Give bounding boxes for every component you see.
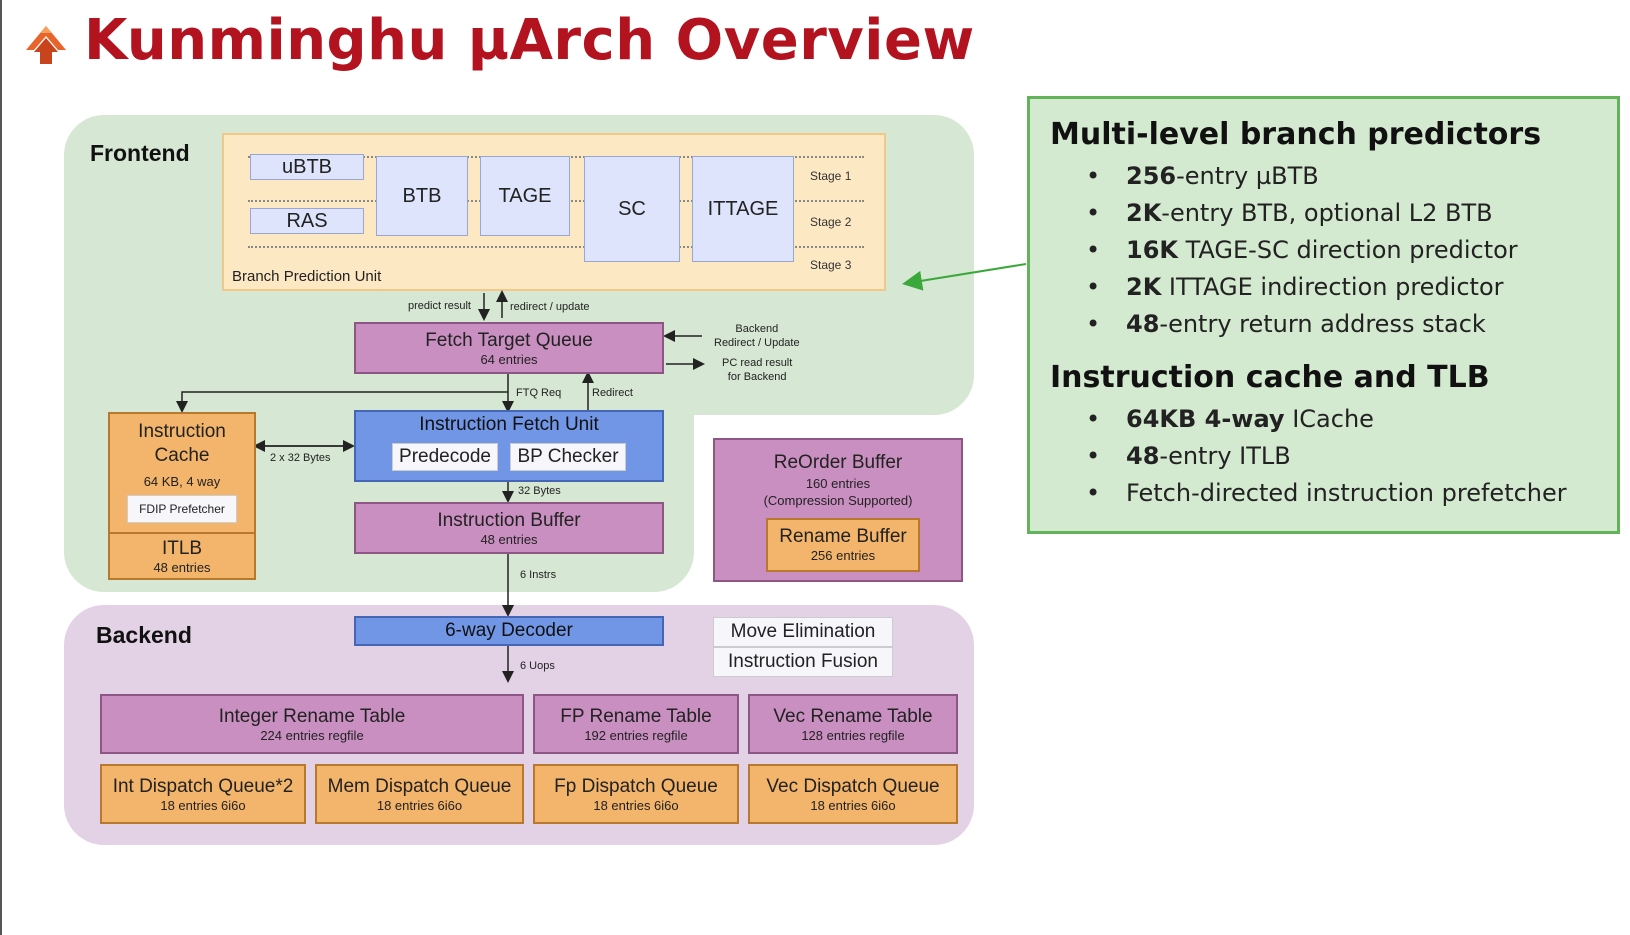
sc-box: SC <box>584 156 680 262</box>
integer-rename-table: Integer Rename Table 224 entries regfile <box>100 694 524 754</box>
frontend-label: Frontend <box>90 140 190 166</box>
btb-box: BTB <box>376 156 468 236</box>
redirect-update-label: redirect / update <box>510 301 590 313</box>
list-item: •16K TAGE-SC direction predictor <box>1086 236 1518 264</box>
icache-feature-list: •64KB 4-way ICache •48-entry ITLB •Fetch… <box>1086 405 1617 507</box>
ifu-bw-label: 32 Bytes <box>518 485 561 497</box>
rob-sub1: 160 entries <box>805 476 871 491</box>
decode-bw-label: 6 Uops <box>520 660 555 672</box>
list-item: •256-entry µBTB <box>1086 162 1319 190</box>
rename-buffer-title: Rename Buffer <box>779 526 907 547</box>
stage-divider <box>248 246 864 248</box>
backend-redirect-label: Backend Redirect / Update <box>714 323 800 349</box>
instruction-cache: Instruction Cache 64 KB, 4 way FDIP Pref… <box>108 412 256 534</box>
stage-label: Stage 1 <box>810 169 852 183</box>
list-item: •Fetch-directed instruction prefetcher <box>1086 479 1567 507</box>
redirect-label: Redirect <box>592 387 633 399</box>
feature-panel: Multi-level branch predictors •256-entry… <box>1027 96 1620 534</box>
rename-table-sub: 224 entries regfile <box>260 728 364 743</box>
ras-box: RAS <box>250 208 364 234</box>
list-item: •48-entry ITLB <box>1086 442 1291 470</box>
dispatch-queue-title: Fp Dispatch Queue <box>554 776 718 797</box>
icache-title: Instruction Cache <box>138 421 226 466</box>
rename-table-title: FP Rename Table <box>560 706 712 727</box>
dispatch-queue-sub: 18 entries 6i6o <box>376 798 463 813</box>
predict-result-label: predict result <box>408 300 471 312</box>
fp-rename-table: FP Rename Table 192 entries regfile <box>533 694 739 754</box>
instruction-buffer: Instruction Buffer 48 entries <box>354 502 664 554</box>
rename-table-title: Vec Rename Table <box>773 706 933 727</box>
dispatch-queue-title: Int Dispatch Queue*2 <box>112 776 294 797</box>
itlb: ITLB 48 entries <box>108 532 256 580</box>
itlb-sub: 48 entries <box>153 560 211 575</box>
predecode-box: Predecode <box>392 443 498 471</box>
mem-dispatch-queue: Mem Dispatch Queue 18 entries 6i6o <box>315 764 524 824</box>
ubtb-box: uBTB <box>250 154 364 180</box>
panel-heading-icache: Instruction cache and TLB <box>1050 360 1490 395</box>
bp-checker-box: BP Checker <box>510 443 626 471</box>
stage-label: Stage 2 <box>810 215 852 229</box>
dispatch-queue-sub: 18 entries 6i6o <box>593 798 679 813</box>
list-item: •2K ITTAGE indirection predictor <box>1086 273 1504 301</box>
panel-heading-branch: Multi-level branch predictors <box>1050 117 1542 152</box>
fetch-target-queue: Fetch Target Queue 64 entries <box>354 322 664 374</box>
page-title: Kunminghu µArch Overview <box>84 8 975 73</box>
list-item: •2K-entry BTB, optional L2 BTB <box>1086 199 1493 227</box>
dispatch-queue-sub: 18 entries 6i6o <box>810 798 896 813</box>
six-way-decoder: 6-way Decoder <box>354 616 664 646</box>
ftq-title: Fetch Target Queue <box>425 330 593 351</box>
ibuf-title: Instruction Buffer <box>437 510 581 531</box>
itlb-title: ITLB <box>161 538 203 559</box>
rob-title: ReOrder Buffer <box>773 452 903 473</box>
ifu-title: Instruction Fetch Unit <box>419 414 599 435</box>
move-elimination-box: Move Elimination <box>713 617 893 647</box>
fdip-prefetcher: FDIP Prefetcher <box>127 495 237 523</box>
stage-label: Stage 3 <box>810 258 852 272</box>
rename-table-title: Integer Rename Table <box>218 706 406 727</box>
dispatch-queue-title: Vec Dispatch Queue <box>766 776 940 797</box>
dispatch-queue-sub: 18 entries 6i6o <box>160 798 246 813</box>
icache-sub: 64 KB, 4 way <box>143 474 221 489</box>
pc-read-label: PC read result for Backend <box>722 357 793 383</box>
ftq-req-label: FTQ Req <box>516 387 562 399</box>
rename-buffer-sub: 256 entries <box>810 548 876 563</box>
fp-dispatch-queue: Fp Dispatch Queue 18 entries 6i6o <box>533 764 739 824</box>
instruction-fusion-box: Instruction Fusion <box>713 647 893 677</box>
rob-sub2: (Compression Supported) <box>763 493 913 508</box>
left-border <box>0 0 2 935</box>
ibuf-sub: 48 entries <box>480 532 538 547</box>
dispatch-queue-title: Mem Dispatch Queue <box>327 776 512 797</box>
ibuf-bw-label: 6 Instrs <box>520 569 557 581</box>
list-item: •48-entry return address stack <box>1086 310 1486 338</box>
bpu-label: Branch Prediction Unit <box>232 268 382 285</box>
list-item: •64KB 4-way ICache <box>1086 405 1374 433</box>
ftq-sub: 64 entries <box>480 352 538 367</box>
icache-bw-label: 2 x 32 Bytes <box>270 452 331 464</box>
int-dispatch-queue: Int Dispatch Queue*2 18 entries 6i6o <box>100 764 306 824</box>
rename-table-sub: 192 entries regfile <box>584 728 688 743</box>
vec-dispatch-queue: Vec Dispatch Queue 18 entries 6i6o <box>748 764 958 824</box>
vec-rename-table: Vec Rename Table 128 entries regfile <box>748 694 958 754</box>
ittage-box: ITTAGE <box>692 156 794 262</box>
branch-predictor-list: •256-entry µBTB •2K-entry BTB, optional … <box>1086 162 1617 338</box>
rename-table-sub: 128 entries regfile <box>801 728 905 743</box>
backend-label: Backend <box>96 622 192 648</box>
mountain-logo-icon <box>26 26 66 64</box>
tage-box: TAGE <box>480 156 570 236</box>
rename-buffer: Rename Buffer 256 entries <box>766 518 920 572</box>
